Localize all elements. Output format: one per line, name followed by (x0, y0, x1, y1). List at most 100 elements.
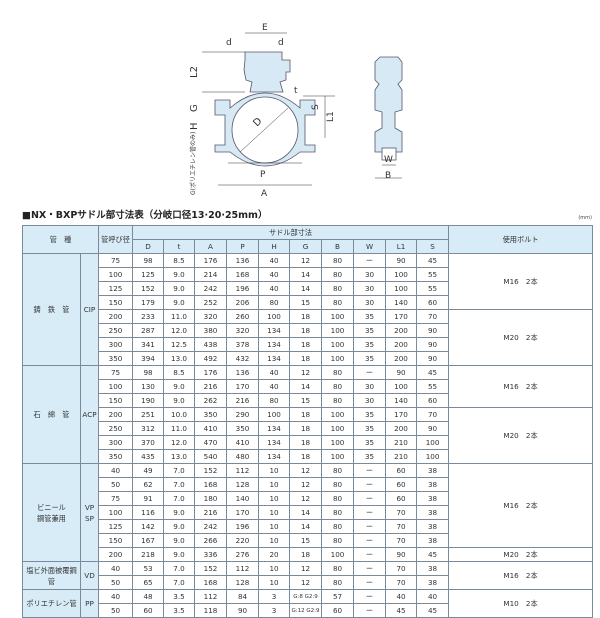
nominal-cell: 200 (98, 547, 134, 562)
value-cell: 18 (289, 421, 323, 436)
value-cell: 30 (353, 393, 387, 408)
value-cell: 90 (416, 323, 450, 338)
value-cell: 100 (258, 309, 291, 324)
value-cell: 15 (289, 295, 323, 310)
value-cell: 70 (385, 533, 418, 548)
value-cell: 13.0 (163, 351, 196, 366)
value-cell: 336 (194, 547, 228, 562)
value-cell: 262 (194, 393, 228, 408)
header-col-b: B (321, 239, 355, 254)
value-cell: ー (353, 519, 387, 534)
value-cell: 196 (226, 519, 260, 534)
value-cell: 9.0 (163, 281, 196, 296)
label-G-note: G(ポリエチレン管のみ) (189, 132, 197, 195)
value-cell: 242 (194, 519, 228, 534)
bolt-cell: M20 2本 (448, 309, 593, 366)
header-col-l1: L1 (385, 239, 418, 254)
value-cell: 80 (321, 505, 355, 520)
value-cell: 3.5 (163, 603, 196, 618)
value-cell: 9.0 (163, 393, 196, 408)
value-cell: 7.0 (163, 477, 196, 492)
value-cell: 176 (194, 365, 228, 380)
value-cell: 370 (132, 435, 165, 450)
value-cell: 30 (353, 267, 387, 282)
value-cell: 14 (289, 505, 323, 520)
side-view (374, 56, 403, 153)
value-cell: 260 (226, 309, 260, 324)
value-cell: 35 (353, 407, 387, 422)
value-cell: 35 (353, 337, 387, 352)
value-cell: 190 (132, 393, 165, 408)
value-cell: 90 (226, 603, 260, 618)
header-pipe-type: 管 種 (21, 225, 100, 254)
value-cell: 11.0 (163, 309, 196, 324)
header-bolt: 使用ボルト (448, 225, 593, 254)
value-cell: 9.0 (163, 379, 196, 394)
value-cell: 290 (226, 407, 260, 422)
value-cell: 80 (321, 519, 355, 534)
value-cell: 60 (385, 477, 418, 492)
label-A: A (261, 189, 268, 199)
bolt-cell: M16 2本 (448, 561, 593, 590)
value-cell: ー (353, 547, 387, 562)
value-cell: 15 (289, 533, 323, 548)
value-cell: 70 (385, 561, 418, 576)
value-cell: 12 (289, 253, 323, 268)
label-G: G (189, 104, 200, 112)
value-cell: 312 (132, 421, 165, 436)
value-cell: G:8 G2:9 (289, 589, 323, 604)
value-cell: 40 (258, 253, 291, 268)
nominal-cell: 150 (98, 393, 134, 408)
value-cell: 80 (321, 365, 355, 380)
value-cell: 10 (258, 561, 291, 576)
header-col-s: S (416, 239, 450, 254)
label-d: d (226, 38, 232, 48)
value-cell: 118 (194, 603, 228, 618)
value-cell: 7.0 (163, 463, 196, 478)
value-cell: 80 (321, 281, 355, 296)
value-cell: 100 (385, 267, 418, 282)
nominal-cell: 100 (98, 505, 134, 520)
value-cell: 3.5 (163, 589, 196, 604)
value-cell: 130 (132, 379, 165, 394)
header-col-g: G (289, 239, 323, 254)
value-cell: 38 (416, 491, 450, 506)
value-cell: 38 (416, 505, 450, 520)
value-cell: 10 (258, 463, 291, 478)
value-cell: 60 (132, 603, 165, 618)
value-cell: 18 (289, 323, 323, 338)
value-cell: 100 (321, 323, 355, 338)
value-cell: 168 (194, 575, 228, 590)
value-cell: 128 (226, 477, 260, 492)
value-cell: 350 (226, 421, 260, 436)
value-cell: 100 (321, 435, 355, 450)
header-col-t: t (163, 239, 196, 254)
value-cell: 136 (226, 365, 260, 380)
value-cell: 80 (321, 253, 355, 268)
value-cell: 18 (289, 309, 323, 324)
nominal-cell: 200 (98, 309, 134, 324)
value-cell: 80 (258, 393, 291, 408)
value-cell: 100 (321, 449, 355, 464)
value-cell: 242 (194, 281, 228, 296)
label-S: S (311, 104, 321, 110)
value-cell: 170 (226, 505, 260, 520)
value-cell: 18 (289, 407, 323, 422)
value-cell: ー (353, 477, 387, 492)
value-cell: 10 (258, 477, 291, 492)
pipe-type-code: VP SP (79, 463, 100, 562)
value-cell: 14 (289, 267, 323, 282)
value-cell: ー (353, 589, 387, 604)
label-H: H (189, 122, 200, 130)
value-cell: 140 (385, 393, 418, 408)
pipe-type-name: 鋳 鉄 管 (22, 253, 81, 366)
nominal-cell: 75 (98, 365, 134, 380)
nominal-cell: 75 (98, 253, 134, 268)
label-W: W (384, 155, 393, 165)
value-cell: 378 (226, 337, 260, 352)
nominal-cell: 250 (98, 421, 134, 436)
